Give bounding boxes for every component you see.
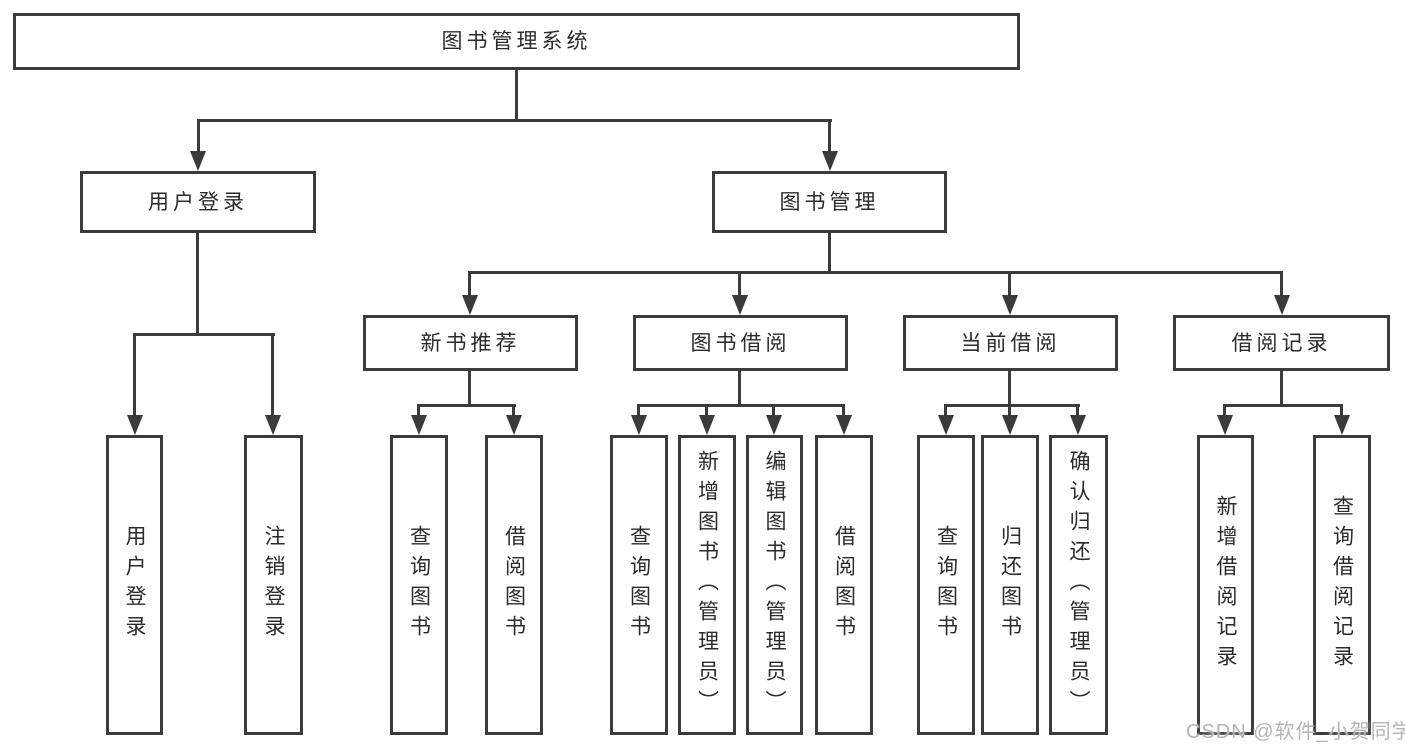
- connector-line: [842, 404, 845, 417]
- connector-line: [828, 119, 831, 152]
- connector-line: [828, 233, 831, 274]
- leaf-label: 借阅图书: [502, 525, 526, 645]
- leaf-query-borrow-record: 查询借阅记录: [1313, 435, 1371, 735]
- leaf-borrow-books-recommend: 借阅图书: [485, 435, 543, 735]
- node-library-management-system: 图书管理系统: [13, 13, 1020, 70]
- node-label: 借阅记录: [1231, 331, 1332, 355]
- leaf-label: 确认归还（管理员）: [1067, 450, 1090, 720]
- node-book-management: 图书管理: [712, 171, 947, 233]
- connector-line: [197, 119, 832, 122]
- node-borrowing-records: 借阅记录: [1173, 315, 1390, 371]
- leaf-label: 用户登录: [123, 525, 146, 645]
- connector-line: [705, 404, 708, 417]
- connector-arrowhead-down: [462, 295, 478, 315]
- leaf-logout: 注销登录: [244, 435, 303, 735]
- node-label: 当前借阅: [960, 331, 1061, 355]
- leaf-query-books-borrowing: 查询图书: [610, 435, 668, 735]
- connector-arrowhead-down: [1217, 415, 1233, 435]
- connector-arrowhead-down: [822, 151, 838, 171]
- leaf-label: 注销登录: [262, 525, 285, 645]
- leaf-label: 新增借阅记录: [1214, 495, 1237, 675]
- connector-line: [468, 271, 1283, 274]
- node-label: 用户登录: [148, 190, 248, 214]
- node-user-login: 用户登录: [80, 171, 316, 233]
- connector-arrowhead-down: [1334, 415, 1350, 435]
- connector-line: [1280, 371, 1283, 407]
- connector-arrowhead-down: [938, 415, 954, 435]
- connector-arrowhead-down: [190, 151, 206, 171]
- node-current-borrowing: 当前借阅: [903, 315, 1118, 371]
- leaf-label: 编辑图书（管理员）: [763, 450, 786, 720]
- connector-arrowhead-down: [411, 415, 427, 435]
- connector-arrowhead-down: [1002, 415, 1018, 435]
- node-label: 图书借阅: [690, 331, 791, 355]
- leaf-label: 查询图书: [934, 525, 958, 645]
- connector-line: [417, 404, 420, 417]
- node-label: 新书推荐: [420, 331, 521, 355]
- connector-arrowhead-down: [1002, 295, 1018, 315]
- connector-line: [417, 404, 516, 407]
- connector-arrowhead-down: [732, 295, 748, 315]
- connector-line: [637, 404, 640, 417]
- leaf-query-books-recommend: 查询图书: [390, 435, 448, 735]
- connector-line: [271, 333, 274, 415]
- watermark: CSDN @软件_小贺同学: [1186, 721, 1405, 743]
- connector-line: [133, 333, 275, 336]
- leaf-add-borrow-record: 新增借阅记录: [1197, 435, 1254, 735]
- connector-line: [515, 70, 518, 122]
- connector-line: [1280, 271, 1283, 295]
- node-book-borrowing: 图书借阅: [633, 315, 848, 371]
- leaf-user-login: 用户登录: [106, 435, 163, 735]
- leaf-label: 归还图书: [998, 525, 1022, 645]
- connector-line: [738, 271, 741, 295]
- connector-line: [1076, 404, 1079, 417]
- leaf-label: 查询图书: [627, 525, 651, 645]
- connector-line: [1223, 404, 1343, 407]
- connector-arrowhead-down: [127, 415, 143, 435]
- connector-arrowhead-down: [1070, 415, 1086, 435]
- connector-arrowhead-down: [836, 415, 852, 435]
- connector-line: [133, 333, 136, 415]
- connector-arrowhead-down: [506, 415, 522, 435]
- connector-arrowhead-down: [699, 415, 715, 435]
- connector-line: [468, 271, 471, 295]
- leaf-edit-book-admin: 编辑图书（管理员）: [746, 435, 803, 735]
- connector-line: [512, 404, 515, 417]
- node-label: 图书管理: [779, 190, 880, 214]
- connector-line: [738, 371, 741, 407]
- connector-line: [1008, 371, 1011, 407]
- connector-line: [772, 404, 775, 417]
- connector-line: [196, 233, 199, 336]
- connector-line: [1340, 404, 1343, 417]
- connector-line: [197, 119, 200, 152]
- node-label: 图书管理系统: [441, 30, 592, 53]
- node-new-book-recommend: 新书推荐: [363, 315, 578, 371]
- connector-line: [637, 404, 845, 407]
- connector-arrowhead-down: [1274, 295, 1290, 315]
- connector-arrowhead-down: [631, 415, 647, 435]
- leaf-borrow-books: 借阅图书: [815, 435, 873, 735]
- connector-line: [468, 371, 471, 407]
- connector-arrowhead-down: [265, 415, 281, 435]
- connector-line: [944, 404, 947, 417]
- connector-line: [944, 404, 1080, 407]
- leaf-confirm-return-admin: 确认归还（管理员）: [1049, 435, 1108, 735]
- connector-line: [1223, 404, 1226, 417]
- leaf-label: 借阅图书: [832, 525, 856, 645]
- leaf-return-books: 归还图书: [981, 435, 1039, 735]
- connector-line: [1008, 404, 1011, 417]
- connector-line: [1008, 271, 1011, 295]
- leaf-label: 查询图书: [407, 525, 431, 645]
- leaf-query-books-current: 查询图书: [917, 435, 975, 735]
- connector-arrowhead-down: [766, 415, 782, 435]
- leaf-label: 新增图书（管理员）: [695, 450, 719, 720]
- leaf-label: 查询借阅记录: [1330, 495, 1354, 675]
- leaf-add-book-admin: 新增图书（管理员）: [678, 435, 736, 735]
